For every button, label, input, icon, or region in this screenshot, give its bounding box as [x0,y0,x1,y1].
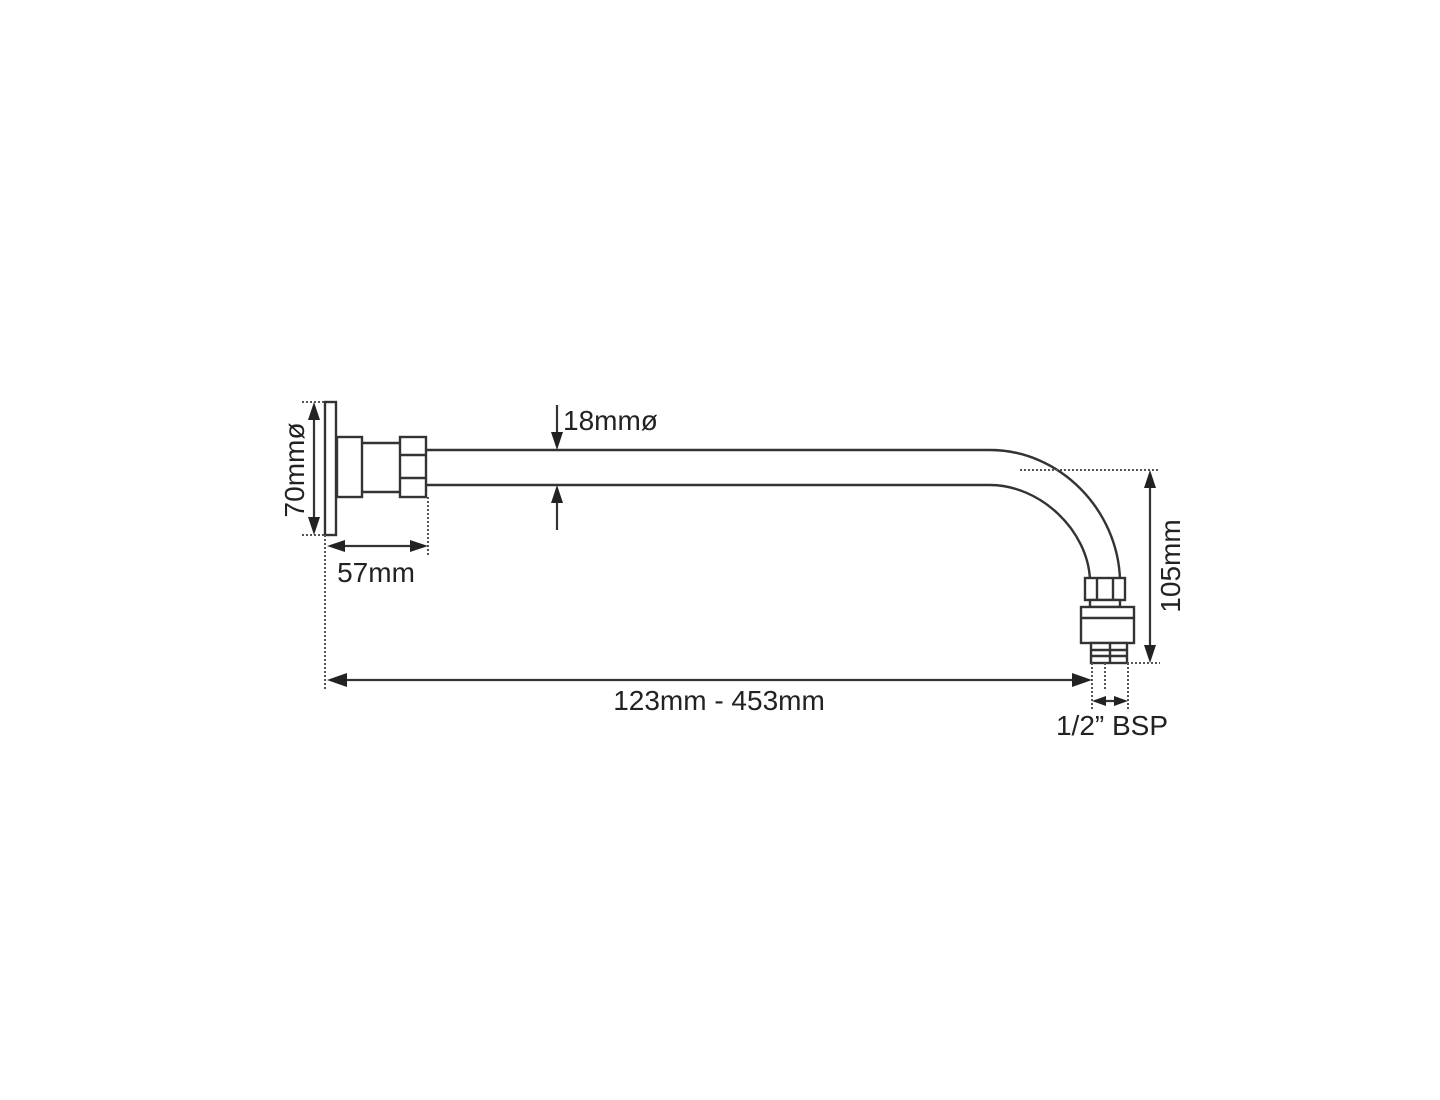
dimension-thread-size: 1/2” BSP [1056,696,1168,741]
extension-lines [302,401,1160,710]
label-wall-plate-diameter: 70mmø [279,423,310,518]
dimension-pipe-diameter: 18mmø [551,405,658,530]
label-drop-height: 105mm [1155,519,1186,612]
label-reach-range: 123mm - 453mm [613,685,825,716]
arm-pipe [426,448,1122,581]
label-pipe-diameter: 18mmø [563,405,658,436]
dimension-drop-height: 105mm [1144,470,1186,663]
threaded-outlet [1089,641,1129,665]
wall-plate [323,400,338,537]
escutcheon [335,435,400,499]
dimension-flange-depth: 57mm [327,540,428,588]
dimension-reach-range: 123mm - 453mm [327,673,1092,716]
label-flange-depth: 57mm [337,557,415,588]
hex-nut-outlet [1083,576,1127,609]
outlet-collar [1079,605,1136,645]
dimension-wall-plate-diameter: 70mmø [279,402,320,535]
label-thread-size: 1/2” BSP [1056,710,1168,741]
hex-nut-wall [398,435,428,499]
